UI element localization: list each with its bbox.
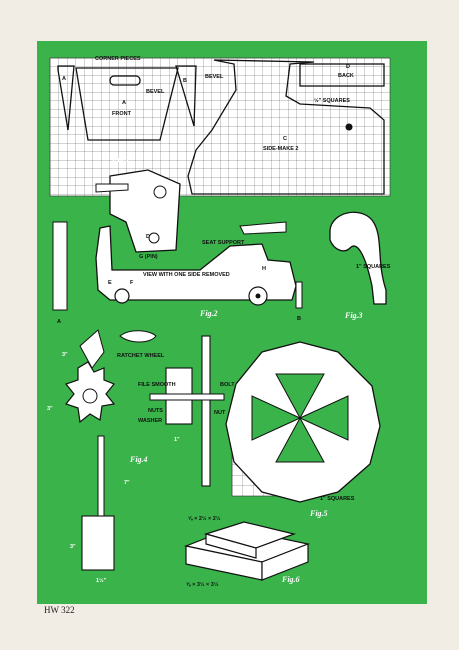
corner-piece-right: [175, 65, 197, 127]
side-hole: [345, 123, 353, 131]
letter-c: C: [283, 136, 287, 142]
fig6-title: Fig.6: [281, 575, 300, 584]
fig2-group: SEAT SUPPORT G (PIN) VIEW WITH ONE SIDE …: [52, 169, 303, 325]
label-view-caption: VIEW WITH ONE SIDE REMOVED: [143, 272, 230, 278]
fig3-title: Fig.3: [344, 311, 363, 320]
ratchet-center: [82, 388, 98, 404]
front-handle-slot: [109, 75, 141, 86]
fig3-piece: [329, 211, 387, 305]
handle-bar: [95, 183, 129, 193]
lower-block-end: [261, 543, 309, 581]
label-half-squares: ½" SQUARES: [314, 97, 350, 104]
front-piece: [75, 67, 179, 141]
label-fig3-squares: 1" SQUARES: [356, 264, 391, 270]
letter-a2: A: [122, 100, 126, 106]
letter-d: D: [346, 64, 350, 70]
fig1-pieces: [57, 59, 385, 195]
fig4-title: Fig.4: [129, 455, 148, 464]
label-front: FRONT: [112, 111, 132, 117]
letter-b: B: [183, 78, 187, 84]
label-washer: WASHER: [138, 418, 162, 424]
label-corner-pieces: CORNER PIECES: [95, 56, 141, 62]
upper-block-side: [205, 533, 257, 559]
letter-b-fig2: B: [297, 316, 301, 322]
letter-h: H: [262, 266, 266, 272]
label-file-smooth: FILE SMOOTH: [138, 382, 176, 388]
label-fig6-bottom-dim: ⅝ × 3½ × 3½: [186, 581, 219, 588]
wheel-outline: [225, 341, 381, 503]
dim-3in-c: 3": [70, 544, 76, 550]
side-piece: [187, 59, 385, 195]
fig3-group: 1" SQUARES Fig.3: [329, 211, 391, 320]
fig1-grid: [49, 57, 391, 197]
label-side: SIDE-MAKE 2: [263, 146, 298, 152]
dim-7in: 7": [124, 480, 130, 486]
label-back: BACK: [338, 73, 354, 79]
label-bolt: BOLT: [220, 382, 235, 388]
label-seat-support: SEAT SUPPORT: [202, 240, 245, 246]
fig4-group: RATCHET WHEEL FILE SMOOTH BOLT NUTS WASH…: [47, 329, 235, 584]
back-piece: [299, 63, 385, 87]
page-footer: HW 322: [44, 605, 75, 615]
fig5-title: Fig.5: [309, 509, 328, 518]
fig5-group: 1" SQUARES Fig.5: [225, 341, 381, 518]
letter-e: E: [108, 280, 112, 286]
letter-d2: D: [146, 234, 150, 240]
crank-handle: [119, 330, 157, 343]
label-nut: NUT: [214, 410, 226, 416]
pin-g: [148, 232, 160, 244]
rear-axle: [255, 293, 261, 299]
letter-a-fig2: A: [57, 319, 61, 325]
ratchet-arm: [79, 329, 105, 369]
bolt-shaft: [149, 393, 225, 401]
fig1-group: CORNER PIECES BEVEL BEVEL BACK FRONT ½" …: [49, 56, 391, 197]
base-block: [81, 515, 115, 571]
letter-f: F: [130, 280, 134, 286]
pump-lever: [109, 169, 181, 253]
fig2-title: Fig.2: [199, 309, 218, 318]
dim-3in-a: 3": [62, 352, 68, 358]
label-bevel-1: BEVEL: [205, 74, 224, 80]
dim-3in-b: 3": [47, 406, 53, 412]
label-fig5-squares: 1" SQUARES: [320, 496, 355, 502]
ratchet-hub: [153, 185, 167, 199]
label-bevel-2: BEVEL: [146, 89, 165, 95]
upright-board: [201, 335, 211, 487]
ratchet-wheel: [64, 361, 116, 424]
dim-1in: 1": [174, 437, 180, 443]
label-fig6-top-dim: ⅝ × 2½ × 2½: [188, 515, 221, 522]
fig1-title: Fig.1: [111, 155, 130, 164]
dim-1-5in: 1½": [96, 577, 107, 584]
toy-body-outline: [95, 225, 297, 301]
label-pin: G (PIN): [139, 254, 158, 260]
seat: [239, 221, 287, 235]
fig6-group: ⅝ × 2½ × 2½ ⅝ × 3½ × 3½ Fig.6: [183, 515, 311, 588]
label-ratchet-wheel: RATCHET WHEEL: [117, 353, 165, 359]
part-b-detail: [295, 281, 303, 309]
label-nuts: NUTS: [148, 408, 163, 414]
rod: [97, 435, 105, 521]
front-wheel: [114, 288, 130, 304]
corner-piece-left: [57, 65, 75, 131]
wheel-cutouts: [251, 373, 349, 463]
part-a-detail: [52, 221, 68, 311]
letter-a1: A: [62, 76, 66, 82]
